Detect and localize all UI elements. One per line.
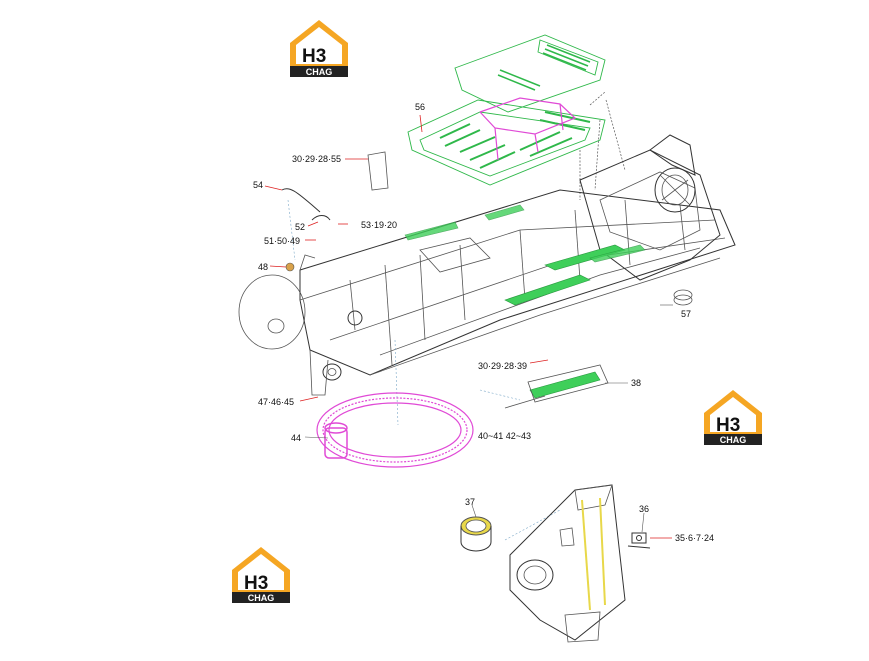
- callout-30-29-28-39: 30·29·28·39: [478, 361, 527, 371]
- callout-labels: 56 30·29·28·55 54 52 53·19·20 51·50·49 4…: [253, 102, 714, 543]
- logo-letters: H3: [244, 573, 268, 594]
- brand-logo-right: H3 CHAG: [704, 390, 762, 445]
- callout-52: 52: [295, 222, 305, 232]
- logo-label: CHAG: [720, 435, 747, 445]
- callout-35-6-7-24: 35·6·7·24: [675, 533, 714, 543]
- callout-51-50-49: 51·50·49: [264, 236, 300, 246]
- callout-40-41-42-43: 40~41 42~43: [478, 431, 531, 441]
- callout-47-46-45: 47·46·45: [258, 397, 294, 407]
- part-37-bushing: [460, 516, 492, 552]
- logo-label: CHAG: [248, 593, 275, 603]
- brand-logo-top: H3 CHAG: [290, 20, 348, 77]
- logo-letters: H3: [716, 415, 740, 436]
- boom-tip-detail: [509, 484, 651, 643]
- cover-assembly: [407, 34, 626, 200]
- main-frame: [238, 134, 736, 541]
- callout-38: 38: [631, 378, 641, 388]
- part-38-frame: [504, 364, 609, 409]
- callout-54: 54: [253, 180, 263, 190]
- brand-logo-bottom: H3 CHAG: [232, 547, 290, 603]
- callout-56: 56: [415, 102, 425, 112]
- callout-53-19-20: 53·19·20: [361, 220, 397, 230]
- part-44-slew-ring: [316, 392, 474, 468]
- callout-57: 57: [681, 309, 691, 319]
- callout-44: 44: [291, 433, 301, 443]
- callout-36: 36: [639, 504, 649, 514]
- callout-37: 37: [465, 497, 475, 507]
- logo-label: CHAG: [306, 67, 333, 77]
- logo-letters: H3: [302, 46, 326, 67]
- callout-30-29-28-55: 30·29·28·55: [292, 154, 341, 164]
- leader-lines: [264, 114, 673, 539]
- callout-48: 48: [258, 262, 268, 272]
